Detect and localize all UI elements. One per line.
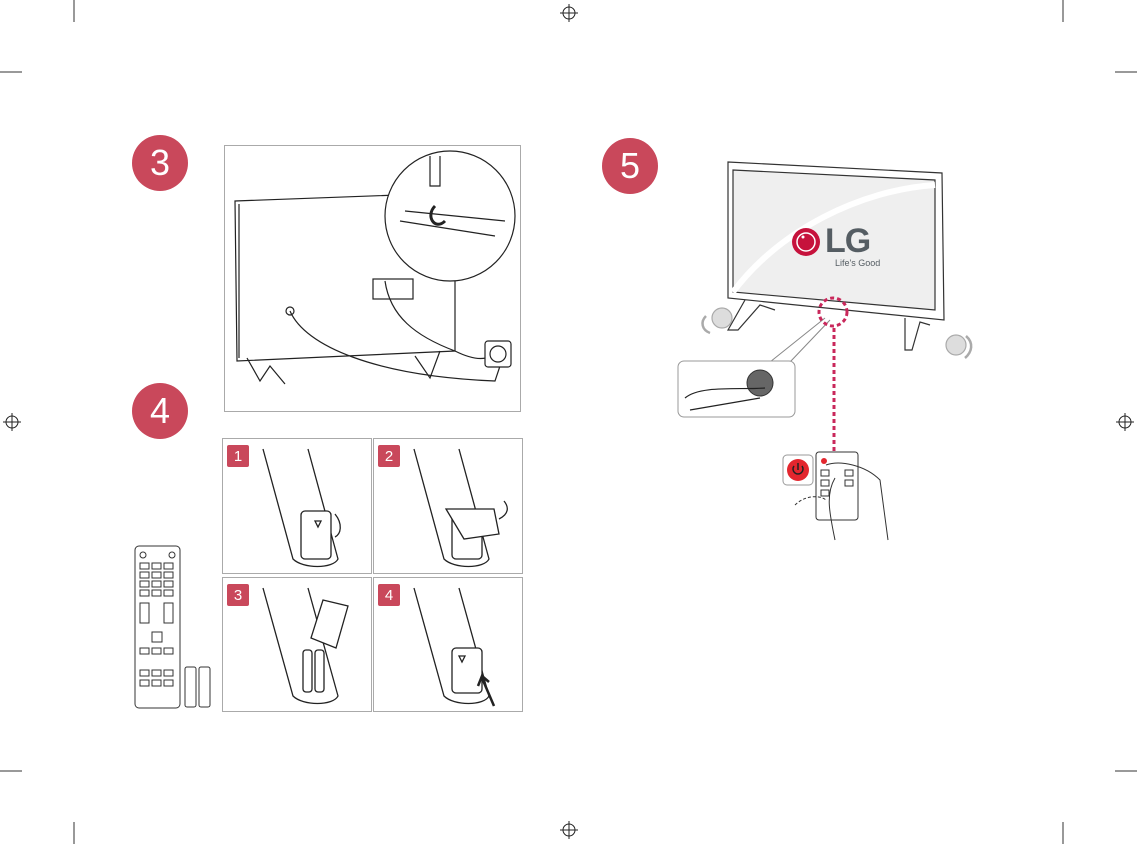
substep-1-panel: 1 [222, 438, 372, 574]
cable-management-illustration [224, 145, 521, 412]
step-4-badge: 4 [132, 383, 188, 439]
step-5-badge: 5 [602, 138, 658, 194]
substep-1-badge: 1 [227, 445, 249, 467]
step-3-badge: 3 [132, 135, 188, 191]
registration-mark-left [3, 413, 21, 431]
registration-mark-bottom [560, 821, 578, 839]
substep-4-panel: 4 [373, 577, 523, 712]
substep-3-panel: 3 [222, 577, 372, 712]
lg-brand-text: LG [825, 222, 871, 260]
substep-4-badge: 4 [378, 584, 400, 606]
substep-2-panel: 2 [373, 438, 523, 574]
registration-mark-right [1116, 413, 1134, 431]
substep-3-badge: 3 [227, 584, 249, 606]
lg-slogan: Life's Good [835, 258, 881, 268]
substep-2-badge: 2 [378, 445, 400, 467]
registration-mark-top [560, 4, 578, 22]
